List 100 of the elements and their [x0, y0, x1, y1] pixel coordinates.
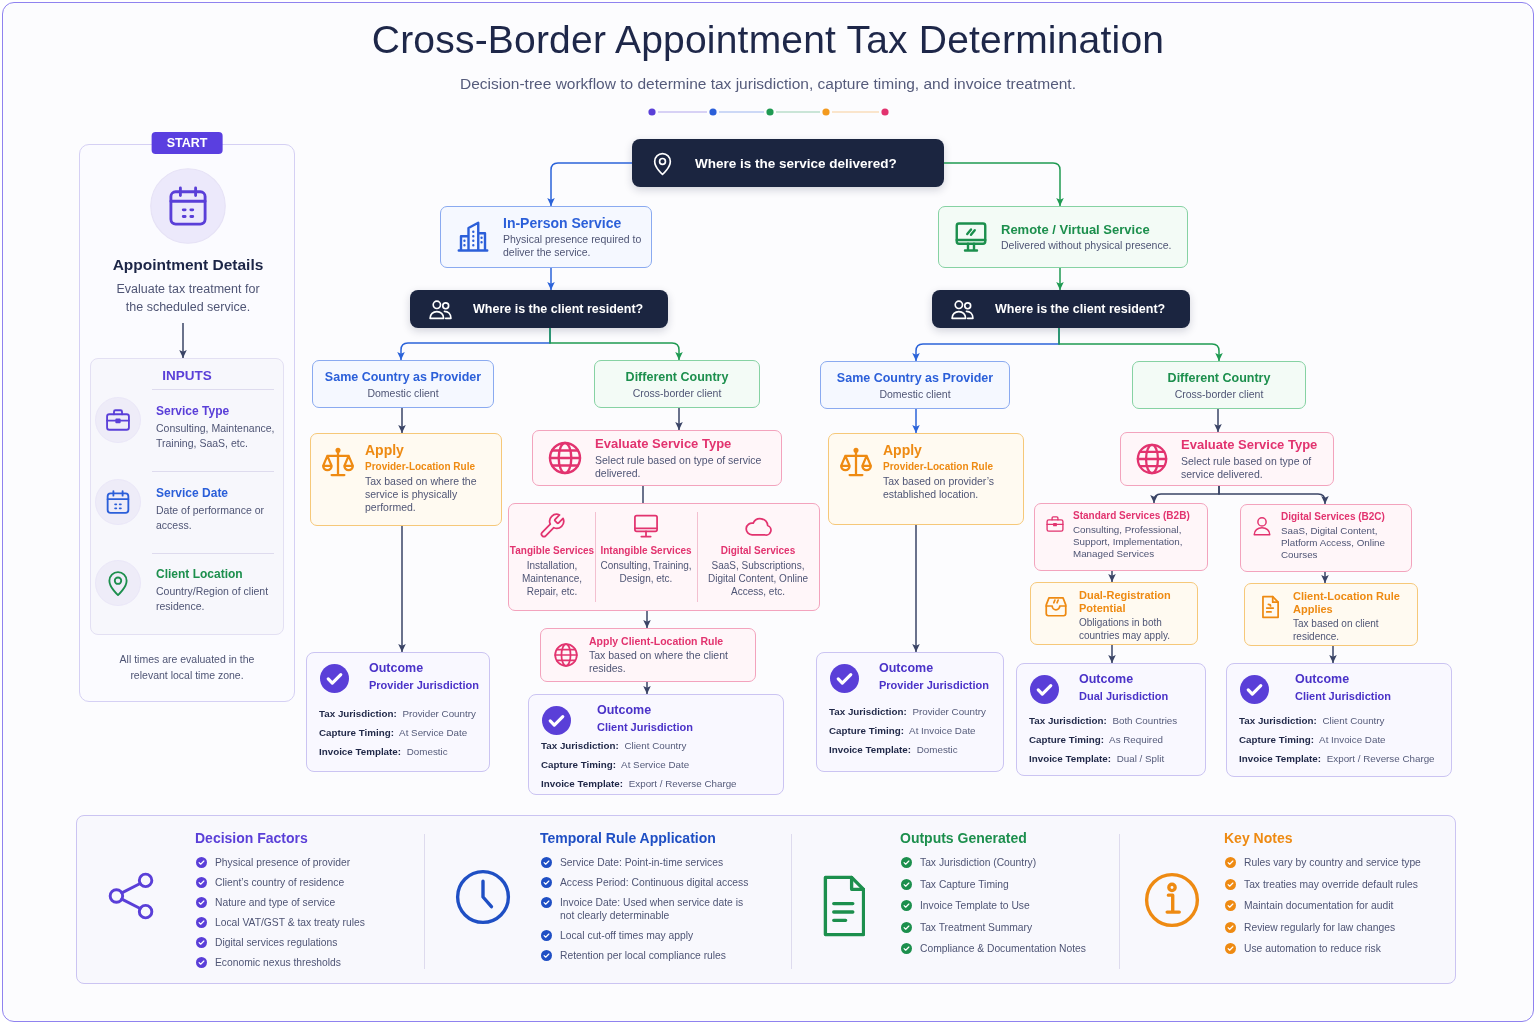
process-box	[532, 430, 782, 486]
outcome-detail: Invoice Template: Domestic	[829, 744, 958, 756]
question-box	[932, 290, 1190, 328]
box-description: Tax based on provider’s established location.	[883, 474, 996, 501]
option-box	[594, 360, 760, 408]
connector-arrow	[643, 681, 651, 695]
option-description: Domestic client	[367, 386, 439, 399]
panel-heading: INPUTS	[162, 368, 212, 383]
option-box	[820, 361, 1010, 409]
outcome-detail: Capture Timing: At Service Date	[319, 727, 468, 739]
connector-arrow	[675, 407, 683, 431]
box-description: SaaS, Digital Content, Platform Access, Online Courses	[1281, 525, 1386, 561]
question-text: Where is the client resident?	[995, 302, 1166, 316]
footnote: All times are evaluated in the relevant local time zone.	[118, 652, 256, 683]
outcome-card	[528, 694, 784, 795]
connector-arrow	[547, 267, 555, 291]
list-item: Physical presence of provider	[215, 856, 351, 869]
outcome-subtitle: Provider Jurisdiction	[879, 679, 990, 691]
column-title: Tangible Services	[509, 545, 595, 556]
box-title: Apply	[883, 442, 922, 459]
box-description: Physical presence required to deliver the service.	[503, 233, 643, 260]
description: Evaluate tax treatment for the scheduled service.	[115, 281, 261, 316]
box-title: Remote / Virtual Service	[1001, 221, 1150, 238]
section-heading: Outputs Generated	[900, 830, 1027, 846]
connector-arrow	[1108, 644, 1116, 664]
outcome-detail: Invoice Template: Domestic	[319, 746, 448, 758]
list-item: Local VAT/GST & tax treaty rules	[215, 916, 365, 929]
connector-arrow	[1329, 645, 1337, 664]
connector-arrow	[1058, 327, 1223, 362]
outcome-title: Outcome	[879, 661, 934, 675]
question-box	[410, 290, 668, 328]
diagram-title: Cross-Border Appointment Tax Determination	[371, 18, 1165, 62]
outcome-detail: Capture Timing: At Invoice Date	[1239, 734, 1386, 746]
box-subtitle: Provider-Location Rule	[883, 459, 993, 473]
process-box	[1120, 432, 1334, 486]
list-item: Tax Capture Timing	[920, 877, 1009, 891]
box-title: Apply	[365, 442, 404, 459]
list-item: Service Date: Point-in-time services	[560, 856, 724, 869]
list-item: Tax treaties may override default rules	[1244, 877, 1418, 891]
connector-arrow	[943, 162, 1064, 207]
field-description: Country/Region of client residence.	[156, 584, 270, 614]
option-title: Same Country as Provider	[324, 369, 482, 384]
summary-panel	[76, 815, 1456, 984]
section-heading: Decision Factors	[195, 830, 308, 846]
list-item: Invoice Date: Used when service date is not clearly determinable	[560, 896, 745, 922]
option-box	[312, 360, 494, 408]
outcome-card	[306, 652, 490, 772]
outcome-subtitle: Client Jurisdiction	[597, 721, 693, 733]
column-description: Installation, Maintenance, Repair, etc.	[520, 559, 583, 598]
outcome-detail: Capture Timing: At Invoice Date	[829, 725, 976, 737]
outcome-detail: Tax Jurisdiction: Client Country	[1239, 715, 1385, 727]
subtitle: Decision-tree workflow to determine tax jurisdiction, capture timing, and invoice treatment.	[460, 75, 1076, 93]
section-heading: Temporal Rule Application	[540, 830, 716, 846]
list-item: Retention per local compliance rules	[560, 949, 726, 962]
option-description: Cross-border client	[632, 386, 722, 399]
box-description: Select rule based on type of service delivered.	[1181, 454, 1313, 481]
box-title: Evaluate Service Type	[595, 436, 732, 452]
question-text: Where is the service delivered?	[695, 155, 897, 171]
box-title: Standard Services (B2B)	[1073, 510, 1190, 522]
field-description: Consulting, Maintenance, Training, SaaS, etc.	[156, 421, 276, 451]
option-description: Domestic client	[879, 387, 951, 400]
outcome-title: Outcome	[369, 661, 424, 675]
box-description: Obligations in both countries may apply.	[1079, 617, 1171, 643]
outcome-detail: Invoice Template: Export / Reverse Charge	[541, 778, 737, 790]
connector-arrow	[547, 162, 633, 207]
box-title: Evaluate Service Type	[1181, 437, 1318, 453]
option-description: Cross-border client	[1174, 387, 1264, 400]
service-mode-box	[938, 206, 1188, 268]
outcome-detail: Invoice Template: Dual / Split	[1029, 753, 1165, 765]
box-description: Consulting, Professional, Support, Implementation, Managed Services	[1073, 524, 1184, 560]
category-box	[1034, 503, 1208, 571]
question-box	[632, 139, 944, 187]
outcome-detail: Tax Jurisdiction: Client Country	[541, 740, 687, 752]
box-title: Client-Location Rule Applies	[1293, 590, 1401, 617]
column-description: SaaS, Subscriptions, Digital Content, Online Access, etc.	[706, 559, 810, 598]
option-title: Same Country as Provider	[836, 370, 994, 385]
box-title: Digital Services (B2C)	[1281, 511, 1385, 523]
list-item: Client’s country of residence	[215, 876, 345, 889]
connector-line	[642, 485, 644, 504]
list-item: Economic nexus thresholds	[215, 956, 341, 969]
connector-arrow	[398, 407, 406, 434]
field-title: Service Type	[156, 404, 230, 418]
connector-arrow	[1321, 571, 1329, 584]
list-item: Use automation to reduce risk	[1244, 942, 1381, 955]
outcome-detail: Tax Jurisdiction: Provider Country	[829, 706, 986, 718]
outcome-subtitle: Provider Jurisdiction	[369, 679, 480, 691]
start-tag: START	[151, 132, 223, 154]
box-description: Delivered without physical presence.	[1001, 239, 1172, 253]
outcome-title: Outcome	[1079, 672, 1134, 686]
outcome-detail: Tax Jurisdiction: Both Countries	[1029, 715, 1178, 727]
box-title: In-Person Service	[503, 214, 622, 232]
outcome-card	[816, 652, 1004, 772]
column-title: Digital Services	[720, 545, 796, 556]
list-item: Maintain documentation for audit	[1244, 899, 1394, 912]
connector-arrow	[1108, 570, 1116, 583]
category-box	[1240, 504, 1412, 572]
connector-arrow	[1214, 408, 1222, 433]
list-item: Compliance & Documentation Notes	[920, 942, 1086, 955]
heading: Appointment Details	[112, 256, 264, 274]
outcome-card	[1016, 663, 1206, 776]
